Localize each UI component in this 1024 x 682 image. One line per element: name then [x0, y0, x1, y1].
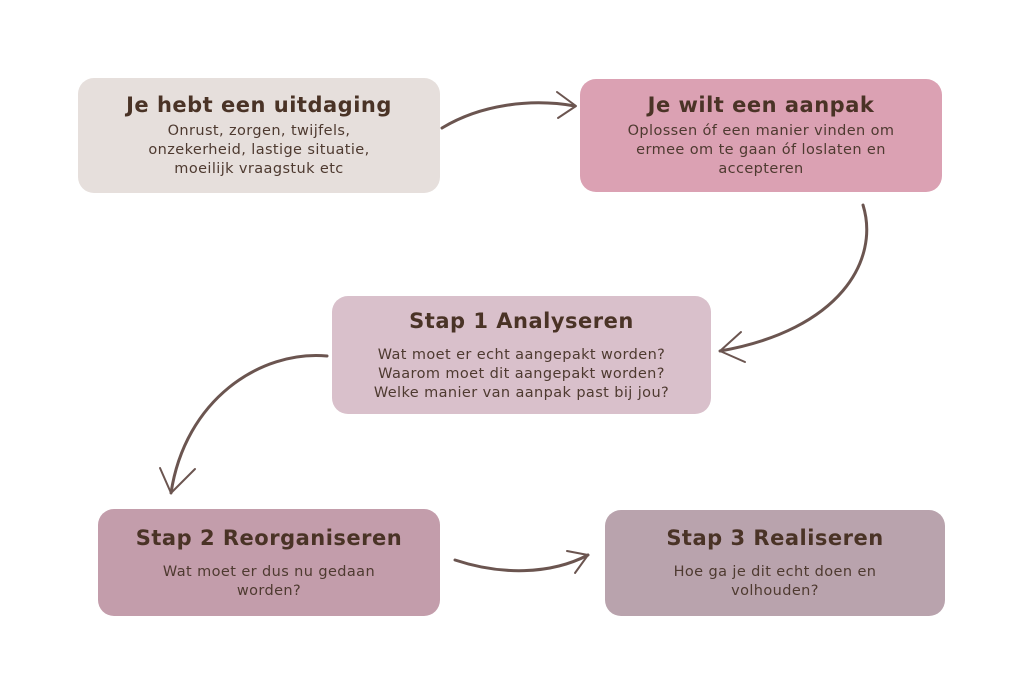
node-step1-analyseren: Stap 1 Analyseren Wat moet er echt aange…: [332, 296, 711, 414]
node-approach-title: Je wilt een aanpak: [647, 93, 875, 117]
node-step1-description: Wat moet er echt aangepakt worden? Waaro…: [373, 346, 670, 401]
node-step3-title: Stap 3 Realiseren: [666, 526, 884, 550]
node-step2-reorganiseren: Stap 2 Reorganiseren Wat moet er dus nu …: [98, 509, 440, 616]
node-challenge: Je hebt een uitdaging Onrust, zorgen, tw…: [78, 78, 440, 193]
node-approach: Je wilt een aanpak Oplossen óf een manie…: [580, 79, 942, 192]
node-approach-description: Oplossen óf een manier vinden om ermee o…: [627, 123, 895, 177]
arrow-approach-to-step1: [718, 203, 869, 363]
node-step1-title: Stap 1 Analyseren: [409, 308, 634, 333]
node-step2-title: Stap 2 Reorganiseren: [135, 525, 403, 550]
node-step3-realiseren: Stap 3 Realiseren Hoe ga je dit echt doe…: [605, 510, 945, 616]
node-challenge-title: Je hebt een uitdaging: [126, 93, 392, 117]
node-step2-description: Wat moet er dus nu gedaan worden?: [162, 563, 376, 599]
node-challenge-description: Onrust, zorgen, twijfels, onzekerheid, l…: [148, 123, 370, 177]
node-step3-description: Hoe ga je dit echt doen en volhouden?: [673, 564, 877, 599]
arrow-step2-to-step3: [453, 550, 590, 574]
arrow-step1-to-step2: [159, 354, 329, 495]
arrow-challenge-to-approach: [440, 91, 577, 130]
